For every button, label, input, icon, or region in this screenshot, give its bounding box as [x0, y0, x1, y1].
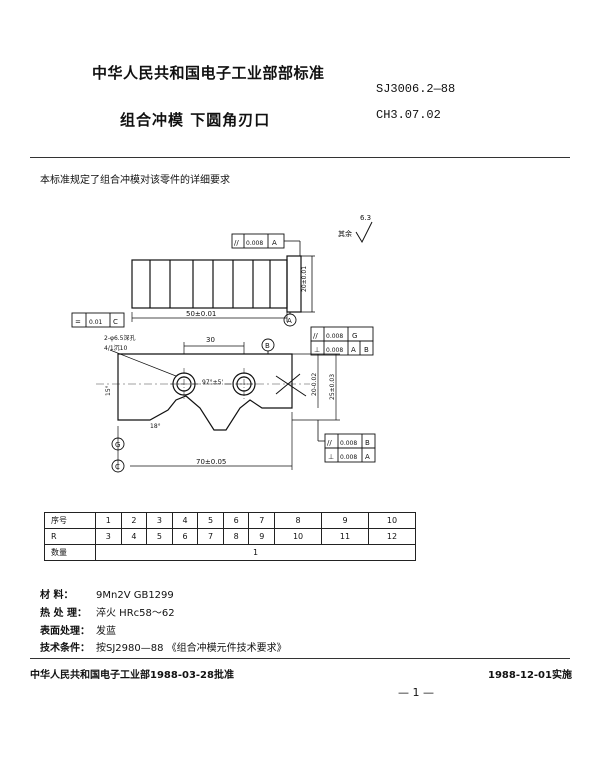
fcf-top-datum: A: [272, 239, 277, 247]
part-code: CH3.07.02: [376, 108, 441, 122]
spec-value: 9Mn2V GB1299: [96, 590, 174, 601]
row-label-r: R: [44, 528, 96, 545]
dim-70: 70±0.05: [196, 458, 226, 466]
table-cell: 3: [95, 528, 122, 545]
intro-text: 本标准规定了组合冲模对该零件的详细要求: [40, 175, 230, 186]
table-cell: 3: [146, 512, 173, 529]
dim-20: 20-0.02: [311, 373, 318, 396]
spec-value: 淬火 HRc58～62: [96, 608, 175, 619]
qty-cell: 1: [95, 544, 416, 561]
fcf-rb-2-tol: 0.008: [340, 454, 357, 461]
table-cell: 8: [222, 528, 250, 545]
table-cell: 6: [222, 512, 250, 529]
roughness-label: 其余: [338, 229, 352, 238]
dim-15: 15°: [105, 385, 112, 396]
table-cell: 9: [248, 528, 276, 545]
fcf-top-sym: //: [234, 239, 239, 247]
hole-note: 2-φ6.5深孔: [104, 334, 135, 342]
roughness-value: 6.3: [360, 214, 371, 222]
spec-label: 材 料：: [40, 590, 74, 601]
spec-value: 发蓝: [96, 626, 116, 637]
datum-a-label: A: [287, 317, 292, 325]
table-row: 数量 1: [44, 544, 416, 561]
spec-surface: 表面处理： 发蓝: [40, 622, 116, 637]
fcf-top-tol: 0.008: [246, 240, 263, 247]
table-cell: 4: [171, 512, 199, 529]
table-cell: 8: [274, 512, 323, 529]
row-label-qty: 数量: [44, 544, 96, 561]
spec-label: 热 处 理：: [40, 608, 87, 619]
footer-rule: [30, 658, 570, 659]
approval-text: 中华人民共和国电子工业部1988-03-28批准: [30, 670, 234, 681]
table-cell: 1: [95, 512, 122, 529]
table-cell: 5: [197, 512, 224, 529]
table-cell: 5: [146, 528, 173, 545]
table-row: R 3 4 5 6 7 8 9 10 11 12: [44, 528, 417, 545]
hole-note-2: 4/1沉10: [104, 344, 127, 352]
table-cell: 4: [120, 528, 148, 545]
standard-code: SJ3006.2—88: [376, 82, 456, 96]
fcf-rt-1-tol: 0.008: [326, 333, 343, 340]
dim-18: 18°: [150, 423, 161, 430]
parameter-table: 序号 1 2 3 4 5 6 7 8 9 10 R 3 4 5 6 7 8 9 …: [44, 512, 417, 561]
fcf-rt-2-sym: ⊥: [314, 346, 320, 354]
technical-drawing: 其余 6.3 // 0.008 A 50±0.01 20±0.01 = 0.01…: [71, 214, 376, 473]
fcf-left-tol: 0.01: [89, 319, 103, 326]
part-title: 组合冲模 下圆角刃口: [120, 111, 271, 129]
fcf-rt-1-datum: G: [352, 332, 357, 340]
dim-25: 25±0.03: [329, 374, 336, 400]
fcf-rt-2-datum: A: [351, 346, 356, 354]
row-label-seq: 序号: [44, 512, 96, 529]
fcf-rt-2-tol: 0.008: [326, 347, 343, 354]
fcf-rt-1-sym: //: [313, 332, 318, 340]
fcf-rb-1-sym: //: [327, 439, 332, 447]
table-cell: 7: [248, 512, 276, 529]
fcf-rb-1-datum: B: [365, 439, 370, 447]
spec-heat-treatment: 热 处 理： 淬火 HRc58～62: [40, 604, 175, 619]
spec-value: 按SJ2980—88 《组合冲模元件技术要求》: [96, 643, 287, 654]
fcf-left-datum: C: [113, 318, 118, 326]
spec-material: 材 料： 9Mn2V GB1299: [40, 586, 174, 601]
page-number: — 1 —: [398, 686, 434, 699]
datum-c-label: C: [115, 463, 120, 471]
front-view-profile: [117, 353, 293, 431]
dim-30: 30: [206, 336, 215, 344]
effective-date: 1988-12-01实施: [488, 670, 572, 681]
dim-height-side: 20±0.01: [301, 266, 308, 292]
fcf-rb-1-tol: 0.008: [340, 440, 357, 447]
datum-g-label: G: [115, 441, 120, 449]
table-cell: 6: [171, 528, 199, 545]
table-cell: 7: [197, 528, 224, 545]
fcf-rb-2-sym: ⊥: [328, 453, 334, 461]
fcf-left-sym: =: [75, 318, 81, 326]
spec-tech-conditions: 技术条件： 按SJ2980—88 《组合冲模元件技术要求》: [40, 639, 287, 654]
standard-org-title: 中华人民共和国电子工业部部标准: [92, 64, 325, 82]
table-cell: 10: [367, 512, 417, 529]
table-cell: 9: [321, 512, 369, 529]
fcf-rb-2-datum: A: [365, 453, 370, 461]
table-cell: 2: [120, 512, 148, 529]
spec-label: 技术条件：: [40, 643, 90, 654]
table-cell: 12: [367, 528, 417, 545]
table-row: 序号 1 2 3 4 5 6 7 8 9 10: [44, 512, 417, 529]
top-view-block: [131, 259, 288, 309]
datum-b-label: B: [265, 342, 270, 350]
table-cell: 10: [274, 528, 323, 545]
spec-label: 表面处理：: [40, 626, 90, 637]
fcf-rt-2-datum2: B: [364, 346, 369, 354]
dim-97: 97°±5': [202, 379, 223, 386]
table-cell: 11: [321, 528, 369, 545]
dim-length: 50±0.01: [186, 310, 216, 318]
header-rule: [30, 157, 570, 158]
roughness-symbol: [355, 221, 373, 244]
